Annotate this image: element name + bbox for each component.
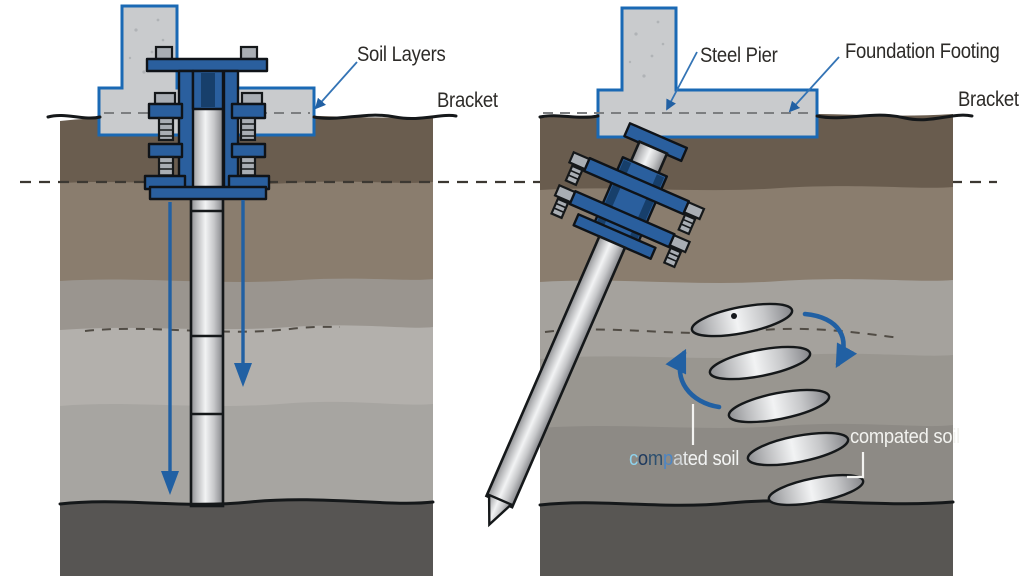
- left-soil-dashed-line: [84, 325, 341, 333]
- foundation-footing-label: Foundation Footing: [845, 40, 1000, 63]
- soil-layers-label: Soil Layers: [357, 43, 446, 66]
- bracket-label-left: Bracket: [437, 89, 498, 112]
- left-steel-pier: [189, 96, 225, 508]
- right-bedrock-line: [538, 499, 955, 507]
- compacted-soil-label-left: compated soil: [629, 448, 740, 470]
- down-arrow-left: [161, 202, 179, 495]
- left-ground-line: [312, 113, 458, 121]
- rotate-cw-arrow-icon: [802, 311, 858, 369]
- left-ground-line: [46, 113, 102, 120]
- left-bedrock-line: [58, 498, 435, 506]
- right-ground-line: [815, 113, 974, 122]
- right-panel-soil-layers: [540, 113, 953, 576]
- bracket-label-right: Bracket: [958, 88, 1019, 111]
- right-helical-pier: [484, 122, 706, 528]
- compacted-soil-label-right: compated soil: [850, 426, 960, 448]
- right-ground-line: [538, 114, 600, 119]
- helix-flights: [690, 302, 865, 507]
- left-bracket: [143, 45, 271, 201]
- compacted-soil-right-leader: [847, 452, 865, 479]
- soil-layers-leader: [314, 61, 358, 110]
- down-arrow-right: [234, 200, 252, 387]
- foundation-footing-leader: [788, 56, 840, 113]
- steel-pier-leader: [666, 51, 698, 111]
- rotate-ccw-arrow-icon: [665, 348, 722, 410]
- steel-pier-label: Steel Pier: [700, 44, 778, 67]
